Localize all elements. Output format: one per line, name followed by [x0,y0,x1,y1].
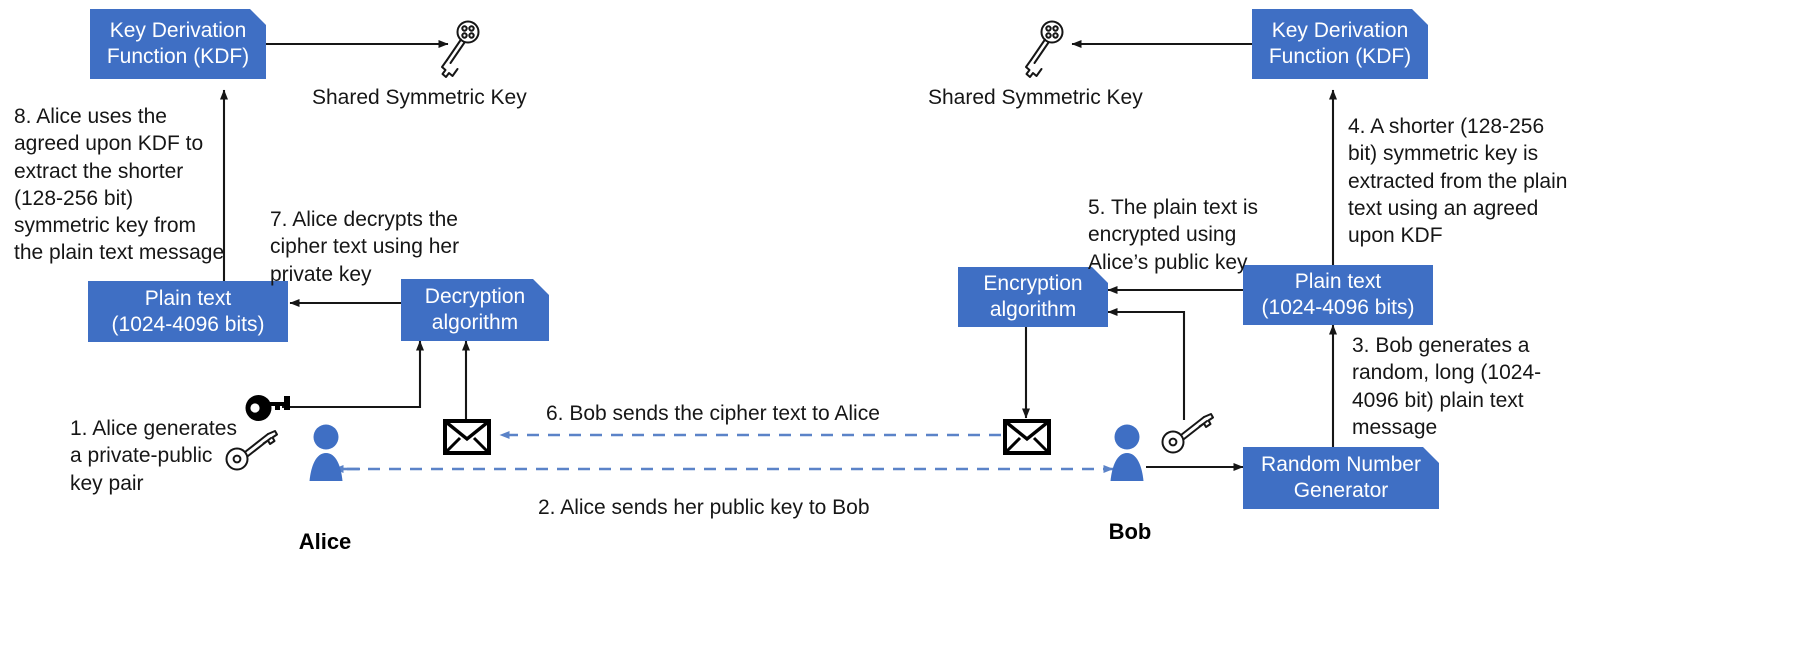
key-outline-diagonal-icon-left [441,20,480,78]
node-random-number-generator-label: Random Number Generator [1261,453,1421,502]
envelope-icon-bob [1003,419,1051,455]
actor-label-alice: Alice [298,529,352,554]
node-encryption-algorithm-label: Encryption algorithm [983,272,1083,321]
person-icon-bob [1110,424,1144,481]
step-2-note: 2. Alice sends her public key to Bob [538,496,870,519]
node-kdf-left-label: Key Derivation Function (KDF) [106,19,250,68]
node-kdf-right[interactable]: Key Derivation Function (KDF) [1252,9,1428,79]
arrow-publickey-to-encryption [1107,308,1186,420]
shared-symmetric-key-label-left: Shared Symmetric Key [312,86,527,109]
person-icon-alice [309,424,343,481]
step-6-note: 6. Bob sends the cipher text to Alice [546,402,880,425]
step-8-note: 8. Alice uses the agreed upon KDF to ext… [14,105,225,265]
node-plain-text-left[interactable]: Plain text (1024-4096 bits) [88,281,288,342]
shared-symmetric-key-label-right: Shared Symmetric Key [928,86,1143,109]
step-5-note: 5. The plain text is encrypted using Ali… [1088,196,1259,274]
node-plain-text-right[interactable]: Plain text (1024-4096 bits) [1243,265,1433,325]
node-decryption-algorithm[interactable]: Decryption algorithm [401,279,549,341]
key-outline-diagonal-icon-bob-public [1161,413,1214,454]
node-encryption-algorithm[interactable]: Encryption algorithm [958,267,1108,327]
key-outline-diagonal-icon-right [1025,20,1064,78]
step-1-note: 1. Alice generates a private-public key … [70,417,237,495]
step-3-note: 3. Bob generates a random, long (1024- 4… [1352,334,1542,439]
node-plain-text-left-label: Plain text (1024-4096 bits) [111,286,265,336]
node-decryption-algorithm-label: Decryption algorithm [424,285,526,334]
step-4-note: 4. A shorter (128-256 bit) symmetric key… [1348,115,1568,248]
envelope-icon-alice [443,419,491,455]
step-7-note: 7. Alice decrypts the cipher text using … [270,208,460,286]
arrow-privatekey-to-decryption [282,340,424,409]
node-random-number-generator[interactable]: Random Number Generator [1243,447,1439,509]
node-plain-text-right-label: Plain text (1024-4096 bits) [1261,270,1415,319]
node-kdf-right-label: Key Derivation Function (KDF) [1268,19,1412,68]
actor-label-bob: Bob [1108,519,1152,544]
key-filled-icon-alice-private [245,395,290,421]
key-outline-diagonal-icon-alice-public [225,430,278,471]
node-kdf-left[interactable]: Key Derivation Function (KDF) [90,9,266,79]
